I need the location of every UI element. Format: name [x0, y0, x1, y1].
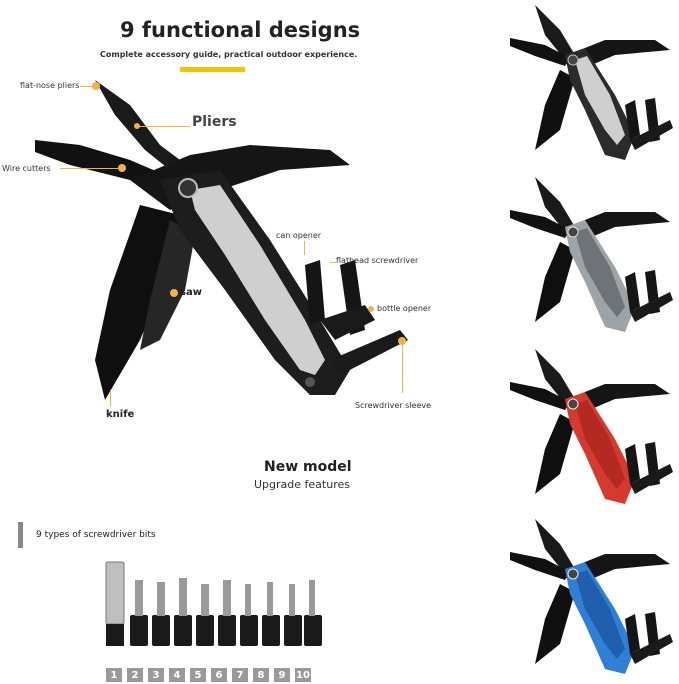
sleeve-tool — [330, 330, 408, 375]
callout-line — [60, 168, 118, 169]
bottle-opener-tool — [320, 305, 375, 340]
bit — [309, 580, 315, 616]
bit — [245, 584, 251, 616]
bit-socket — [284, 615, 302, 646]
page-title: 9 functional designs — [120, 18, 361, 42]
variant-red-image — [510, 349, 673, 504]
bit-number-row: 1 2 3 4 5 6 7 8 9 10 — [106, 668, 311, 682]
callout-dot — [92, 82, 100, 90]
bit — [135, 580, 143, 616]
label-screwdriver-sleeve: Screwdriver sleeve — [355, 401, 432, 410]
callout-dot — [134, 123, 140, 129]
bit — [223, 580, 231, 616]
title-underline — [180, 67, 245, 72]
can-opener-tool — [305, 260, 325, 325]
bit-socket — [152, 615, 170, 646]
bit-number: 10 — [295, 668, 311, 682]
page-subtitle: Complete accessory guide, practical outd… — [100, 50, 358, 59]
callout-line — [304, 241, 305, 255]
bit-socket — [262, 615, 280, 646]
bit-holder-base — [106, 624, 124, 646]
bit-number: 2 — [127, 668, 143, 682]
screwdriver-bits-image — [105, 561, 322, 646]
bit-number: 8 — [253, 668, 269, 682]
label-knife: knife — [106, 409, 135, 420]
bit-socket — [174, 615, 192, 646]
bit — [267, 582, 273, 616]
variant-blue-image — [510, 519, 673, 674]
bit — [157, 582, 165, 616]
callout-dot — [398, 337, 406, 345]
callout-dot — [118, 164, 126, 172]
knife-blade — [95, 205, 180, 400]
handle-insert — [190, 185, 325, 375]
variant-black-image — [510, 5, 673, 160]
callout-line — [140, 126, 190, 127]
bit-number: 9 — [274, 668, 290, 682]
plier-jaw-bottom — [35, 140, 170, 185]
bit-number: 7 — [232, 668, 248, 682]
bit-number: 3 — [148, 668, 164, 682]
label-pliers: Pliers — [192, 114, 237, 130]
rear-rivet — [305, 377, 315, 387]
label-can-opener: can opener — [276, 231, 322, 240]
upgrade-features-text: Upgrade features — [254, 478, 350, 491]
multitool-main-image — [35, 80, 408, 400]
callout-dot — [368, 306, 374, 312]
bit-socket — [304, 615, 322, 646]
bit-socket — [130, 615, 148, 646]
callout-line — [402, 345, 403, 393]
bit-number: 6 — [211, 668, 227, 682]
callout-line — [80, 86, 94, 87]
bit-socket — [240, 615, 258, 646]
label-flat-nose-pliers: flat-nose pliers — [20, 81, 80, 90]
bit-socket — [218, 615, 236, 646]
variant-silver-image — [510, 177, 673, 332]
bit-number: 5 — [190, 668, 206, 682]
label-flathead-screwdriver: flathead screwdriver — [336, 256, 419, 265]
label-saw: saw — [180, 287, 202, 298]
callout-dot — [170, 289, 178, 297]
label-bottle-opener: bottle opener — [377, 304, 432, 313]
bit-number: 4 — [169, 668, 185, 682]
bit — [179, 578, 187, 616]
callout-line — [330, 262, 336, 263]
callout-line — [110, 390, 111, 406]
bits-section-marker — [18, 522, 23, 548]
pivot-screw — [178, 178, 198, 198]
bit — [289, 584, 295, 616]
bit-socket — [196, 615, 214, 646]
bit-number: 1 — [106, 668, 122, 682]
label-wire-cutters: Wire cutters — [2, 164, 51, 173]
bits-heading: 9 types of screwdriver bits — [36, 530, 156, 540]
saw-blade — [140, 220, 195, 350]
new-model-heading: New model — [264, 459, 352, 475]
bit — [201, 584, 209, 616]
bit-holder — [105, 561, 125, 625]
